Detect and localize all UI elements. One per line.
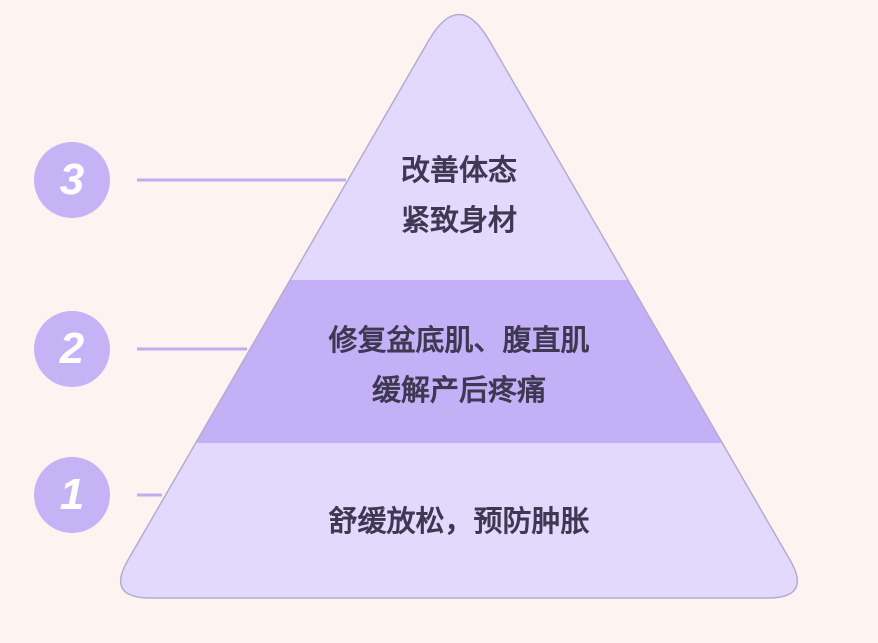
pyramid-level-1 (120, 443, 798, 598)
level-2-line-1: 修复盆底肌、腹直肌 (328, 323, 590, 357)
level-3-line-2: 紧致身材 (400, 203, 517, 237)
level-3-line-1: 改善体态 (400, 153, 517, 187)
level-2-line-2: 缓解产后疼痛 (371, 373, 546, 407)
level-2-badge: 2 (34, 311, 110, 387)
level-3-badge: 3 (34, 142, 110, 218)
level-1-badge: 1 (34, 457, 110, 533)
level-1-line-1: 舒缓放松，预防肿胀 (328, 504, 590, 538)
